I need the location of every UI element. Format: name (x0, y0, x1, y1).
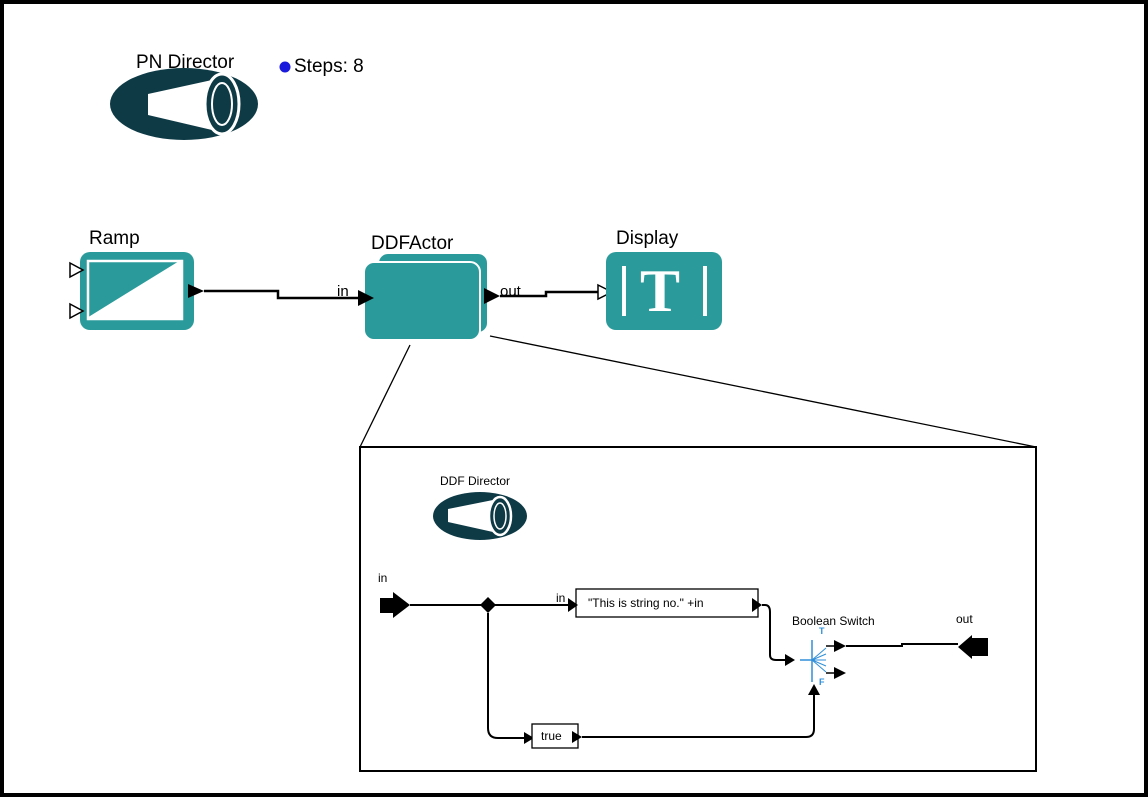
ramp-output-port[interactable] (188, 284, 204, 298)
zoom-line-left (359, 344, 411, 448)
display-actor[interactable] (606, 252, 722, 330)
expression-input-port[interactable] (568, 598, 578, 612)
ramp-label: Ramp (89, 228, 140, 249)
inner-output-port[interactable] (958, 635, 988, 659)
relation-diamond[interactable] (480, 597, 496, 613)
true-const-text: true (541, 729, 562, 743)
expression-output-port[interactable] (752, 598, 762, 612)
ddf-director-icon[interactable] (433, 492, 527, 540)
true-output-port[interactable] (572, 731, 582, 743)
display-input-port[interactable] (597, 283, 614, 301)
expression-actor[interactable] (575, 588, 759, 618)
expression-text: "This is string no." +in (588, 596, 704, 610)
boolean-switch-label: Boolean Switch (792, 614, 875, 628)
steps-label: Steps: 8 (294, 56, 364, 77)
link-expression-switch[interactable] (762, 604, 790, 661)
ddf-actor[interactable] (363, 252, 489, 341)
ramp-actor[interactable] (80, 252, 194, 330)
switch-input-port[interactable] (785, 654, 795, 666)
link-true-switch-control[interactable] (582, 693, 815, 738)
inner-out-label: out (956, 612, 973, 626)
display-glyph: T (640, 258, 681, 324)
switch-true-output-port[interactable] (834, 640, 846, 652)
pn-director-icon[interactable] (110, 68, 258, 140)
steps-indicator-dot (279, 61, 291, 73)
ddf-out-port-label: out (500, 283, 521, 300)
ramp-input-port-1[interactable] (69, 261, 85, 279)
true-const-actor[interactable] (531, 723, 579, 749)
switch-false-output-port[interactable] (834, 667, 846, 679)
switch-control-port[interactable] (808, 684, 820, 695)
ddf-director-label: DDF Director (440, 474, 511, 488)
ddf-actor-label: DDFActor (371, 233, 454, 254)
link-ramp-ddf[interactable] (204, 289, 358, 300)
ddf-in-port-label: in (337, 283, 349, 300)
inner-in-label: in (378, 571, 388, 585)
ddf-output-port[interactable] (484, 288, 500, 304)
ramp-input-port-2[interactable] (69, 302, 85, 320)
zoom-line-right (489, 335, 1037, 448)
true-input-port[interactable] (524, 732, 534, 744)
link-ddf-display[interactable] (500, 290, 598, 298)
link-in-true[interactable] (487, 613, 524, 739)
expression-in-port-label: in (556, 591, 566, 605)
display-label: Display (616, 228, 679, 249)
switch-f-label: F (819, 677, 825, 687)
ddf-input-port[interactable] (358, 290, 374, 306)
boolean-switch-actor[interactable] (800, 640, 827, 682)
link-switch-out[interactable] (846, 643, 958, 647)
switch-t-label: T (819, 626, 825, 636)
inner-input-port[interactable] (380, 592, 410, 618)
pn-director-label: PN Director (136, 52, 235, 73)
